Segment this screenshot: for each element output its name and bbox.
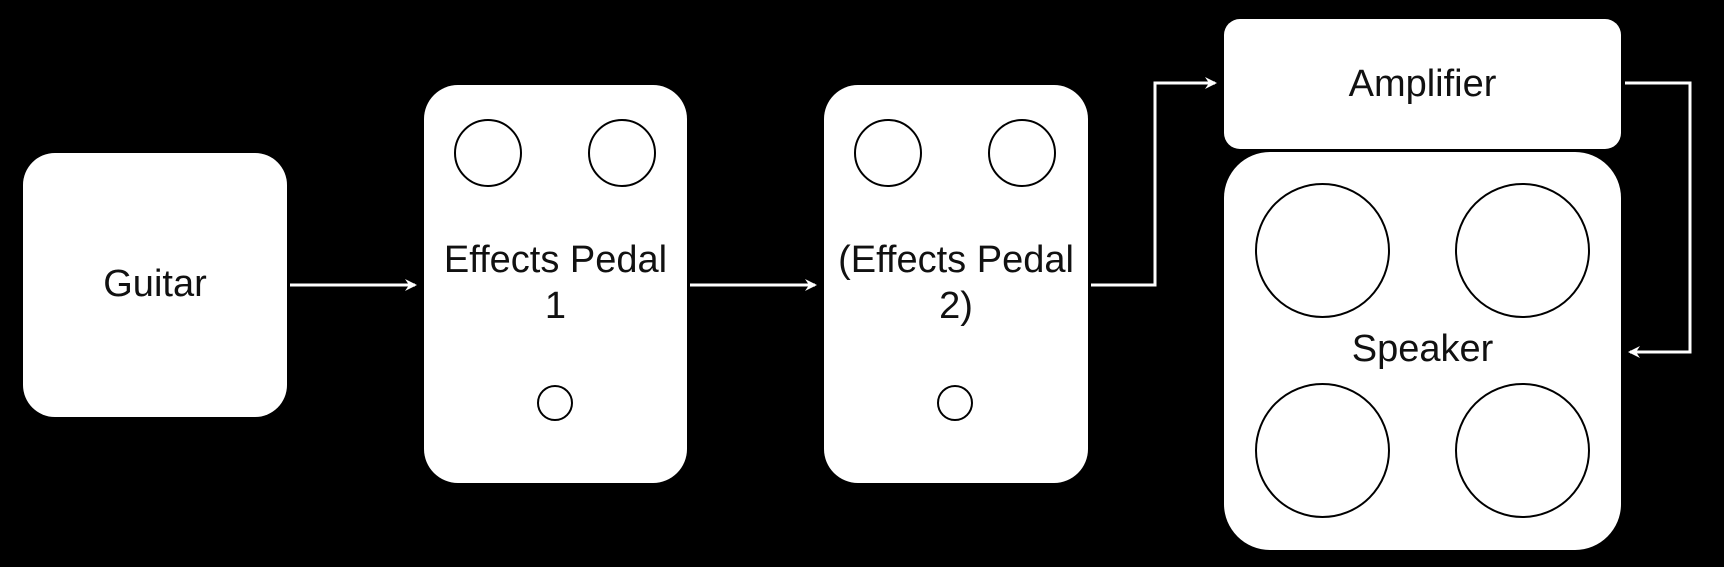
- speaker-cone-bottom-left: [1255, 383, 1390, 518]
- pedal2-label: (Effects Pedal 2): [838, 239, 1074, 327]
- pedal2-left-knob: [854, 119, 922, 187]
- amplifier-label: Amplifier: [1348, 63, 1497, 105]
- speaker-label: Speaker: [1351, 328, 1494, 370]
- pedal1-led: [537, 385, 573, 421]
- guitar-block: Guitar: [23, 153, 287, 417]
- pedal1-label: Effects Pedal 1: [443, 239, 668, 327]
- speaker-cone-top-left: [1255, 183, 1390, 318]
- speaker-cone-bottom-right: [1455, 383, 1590, 518]
- speaker-block: Speaker: [1224, 152, 1621, 550]
- speaker-cone-top-right: [1455, 183, 1590, 318]
- pedal2-led: [937, 385, 973, 421]
- pedal1-right-knob: [588, 119, 656, 187]
- wire-amplifier-to-speaker: [1625, 81, 1692, 358]
- pedal2-right-knob: [988, 119, 1056, 187]
- guitar-label: Guitar: [103, 263, 207, 305]
- amplifier-block: Amplifier: [1224, 19, 1621, 149]
- effects-pedal-1-block: Effects Pedal 1: [424, 85, 687, 483]
- pedal1-left-knob: [454, 119, 522, 187]
- effects-pedal-2-block: (Effects Pedal 2): [824, 85, 1088, 483]
- wire-pedal2-to-amplifier: [1091, 77, 1217, 287]
